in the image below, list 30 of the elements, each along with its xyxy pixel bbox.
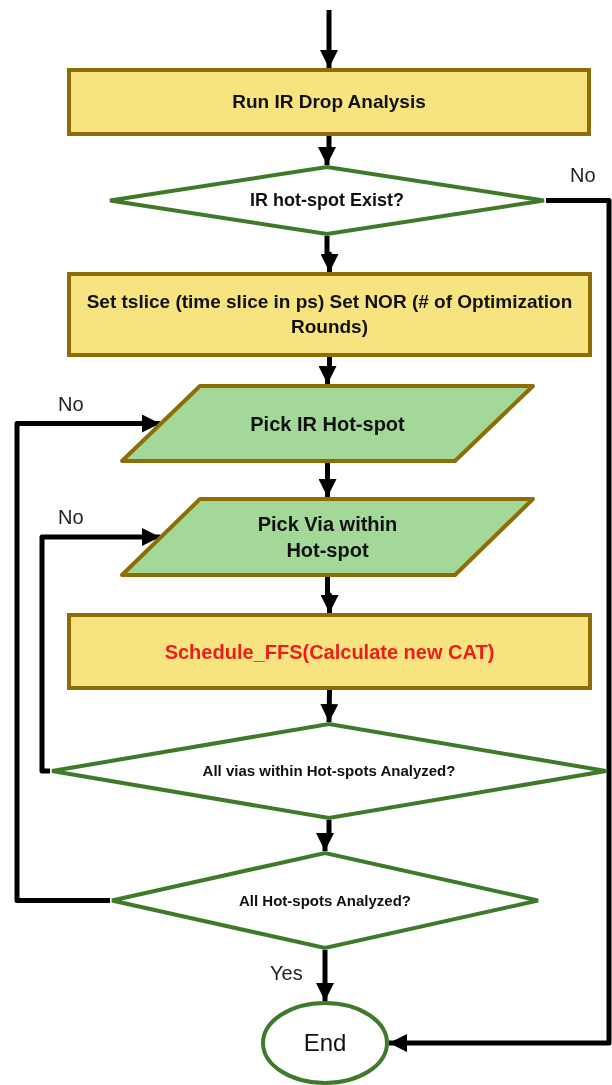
decision-text: All Hot-spots Analyzed? — [239, 890, 411, 911]
input-parallelogram — [120, 384, 535, 463]
decision-diamond — [110, 851, 540, 950]
decision-diamond — [50, 722, 608, 820]
arrow — [389, 198, 612, 1052]
arrow — [39, 528, 160, 774]
terminal-ellipse — [261, 1001, 389, 1085]
input-parallelogram — [120, 497, 535, 577]
arrow — [14, 414, 160, 903]
arrow — [318, 357, 337, 384]
arrow — [320, 689, 339, 723]
process-text: Schedule_FFS(Calculate new CAT) — [164, 639, 495, 665]
arrow — [320, 236, 339, 272]
terminal-text: End — [303, 1028, 347, 1059]
input-text: Pick Via within Hot-spot — [256, 512, 399, 563]
arrow — [320, 10, 338, 68]
arrow — [318, 136, 336, 165]
arrow — [316, 820, 334, 851]
process-box — [67, 272, 592, 357]
process-box — [67, 68, 591, 136]
arrow — [316, 950, 334, 1001]
process-box — [67, 613, 592, 690]
decision-diamond — [108, 165, 546, 236]
process-text: Set tslice (time slice in ps) Set NOR (# of Optimization Rounds) — [85, 289, 574, 339]
arrow — [318, 463, 337, 497]
process-text: Run IR Drop Analysis — [232, 89, 426, 114]
arrow — [320, 577, 339, 613]
decision-text: IR hot-spot Exist? — [250, 188, 404, 212]
decision-text: All vias within Hot-spots Analyzed? — [202, 761, 456, 781]
input-text: Pick IR Hot-spot — [250, 411, 405, 437]
